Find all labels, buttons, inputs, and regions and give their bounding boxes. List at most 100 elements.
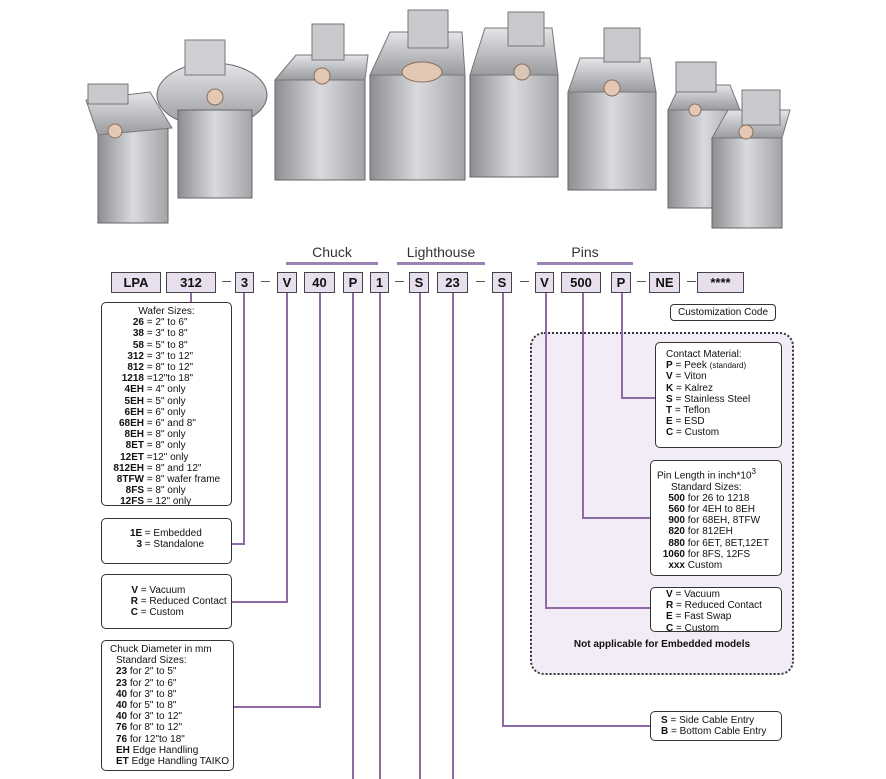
- connector-line: [419, 293, 421, 779]
- option-code: 12FS: [120, 496, 144, 508]
- option-code: K: [666, 382, 674, 394]
- option-desc: = Kalrez: [676, 382, 713, 394]
- list-item: 820 for 812EH: [661, 526, 781, 537]
- option-desc: = 8" wafer frame: [146, 474, 221, 486]
- option-desc: Custom: [687, 559, 723, 571]
- list-item: T = Teflon: [666, 405, 781, 416]
- option-desc: = 6" only: [146, 406, 186, 418]
- option-code: EH: [116, 744, 130, 756]
- wafer-sizes-title: Wafer Sizes:: [138, 306, 195, 317]
- code-chuck-material: P: [343, 272, 363, 293]
- option-desc: for 2" to 6": [129, 677, 177, 689]
- option-desc: = Custom: [676, 427, 720, 439]
- option-desc: = Viton: [675, 371, 707, 383]
- unit-4: [369, 9, 466, 181]
- embedded-note: Not applicable for Embedded models: [573, 639, 751, 650]
- list-item: 812 = 8" to 12": [106, 362, 231, 373]
- connector-line: [286, 293, 288, 602]
- option-code: 4EH: [124, 384, 144, 396]
- code-chuck-type: V: [277, 272, 297, 293]
- option-code: 76: [116, 722, 128, 734]
- option-code: 12ET: [120, 451, 144, 463]
- code-pin-type: V: [535, 272, 554, 293]
- option-code: 68EH: [118, 418, 144, 430]
- option-code: B: [661, 726, 669, 738]
- option-code: P: [666, 360, 673, 372]
- code-cable-entry: S: [492, 272, 512, 293]
- option-code: 812: [127, 362, 144, 374]
- connector-line: [502, 725, 650, 727]
- option-code: V: [666, 589, 673, 600]
- option-desc: for 4EH to 8EH: [687, 503, 756, 515]
- option-code: C: [666, 622, 674, 634]
- option-code: 5EH: [124, 395, 144, 407]
- option-desc: for 812EH: [687, 526, 733, 538]
- option-code: 58: [132, 339, 144, 351]
- list-item: S = Stainless Steel: [666, 394, 781, 405]
- list-item: 500 for 26 to 1218: [661, 493, 781, 504]
- list-item: 6EH = 6" only: [106, 407, 231, 418]
- option-code: 500: [668, 492, 685, 504]
- code-dash: [520, 281, 529, 282]
- chuck-diameter-title: Chuck Diameter in mm: [110, 644, 212, 655]
- option-desc: Edge Handling: [132, 744, 199, 756]
- option-desc: = 3" to 12": [146, 350, 194, 362]
- option-desc: = Bottom Cable Entry: [671, 726, 767, 738]
- option-code: 900: [668, 515, 685, 527]
- option-desc: = ESD: [675, 416, 705, 428]
- code-pin-length: 500: [561, 272, 601, 293]
- unit-3: [273, 23, 369, 181]
- option-desc: = Reduced Contact: [140, 596, 227, 608]
- connector-line: [233, 706, 321, 708]
- option-code: V: [666, 371, 673, 383]
- list-item: R = Reduced Contact: [666, 600, 781, 611]
- option-code: 880: [668, 537, 685, 549]
- list-item: 23 for 2" to 6": [116, 678, 233, 689]
- option-code: E: [666, 416, 673, 428]
- option-code: 8EH: [124, 429, 144, 441]
- connector-line: [502, 293, 504, 727]
- option-extra: (standard): [709, 361, 747, 371]
- option-desc: = 8" only: [146, 440, 186, 452]
- option-desc: Edge Handling TAIKO: [131, 756, 230, 768]
- list-item: 1218 =12"to 18": [106, 373, 231, 384]
- list-item: V = Vacuum: [130, 585, 231, 596]
- option-desc: = Teflon: [674, 405, 711, 417]
- option-code: 76: [116, 733, 128, 745]
- option-desc: for 26 to 1218: [687, 492, 750, 504]
- option-code: C: [666, 427, 674, 439]
- list-item: 312 = 3" to 12": [106, 351, 231, 362]
- list-item: 5EH = 5" only: [106, 396, 231, 407]
- option-desc: = Vacuum: [140, 585, 186, 596]
- option-code: 312: [127, 350, 144, 362]
- option-code: 3: [136, 539, 142, 551]
- list-item: 4EH = 4" only: [106, 384, 231, 395]
- connector-line: [379, 293, 381, 779]
- option-code: 812EH: [113, 462, 144, 474]
- list-item: E = ESD: [666, 416, 781, 427]
- customization-code-label: Customization Code: [670, 304, 776, 321]
- list-item: 8EH = 8" only: [106, 429, 231, 440]
- contact-material-title: Contact Material:: [666, 349, 742, 360]
- option-code: S: [666, 393, 673, 405]
- list-item: ET Edge Handling TAIKO: [116, 756, 233, 767]
- option-code: 1060: [662, 548, 685, 560]
- chuck-diameter-subtitle: Standard Sizes:: [116, 655, 187, 667]
- pin-length-box: Pin Length in inch*103 Standard Sizes: 5…: [650, 460, 782, 576]
- option-desc: = 8" only: [146, 485, 186, 497]
- option-desc: = Standalone: [144, 539, 204, 551]
- connector-line: [231, 543, 245, 545]
- unit-8: [711, 89, 791, 229]
- option-desc: =12"to 18": [146, 373, 194, 385]
- option-desc: for 3" to 8": [129, 688, 177, 700]
- option-desc: = 5" only: [146, 395, 186, 407]
- option-code: 38: [132, 328, 144, 340]
- option-desc: = Embedded: [144, 528, 202, 539]
- code-dash: [687, 281, 696, 282]
- option-code: xxx: [668, 559, 685, 571]
- connector-line: [319, 293, 321, 707]
- option-code: T: [666, 405, 673, 417]
